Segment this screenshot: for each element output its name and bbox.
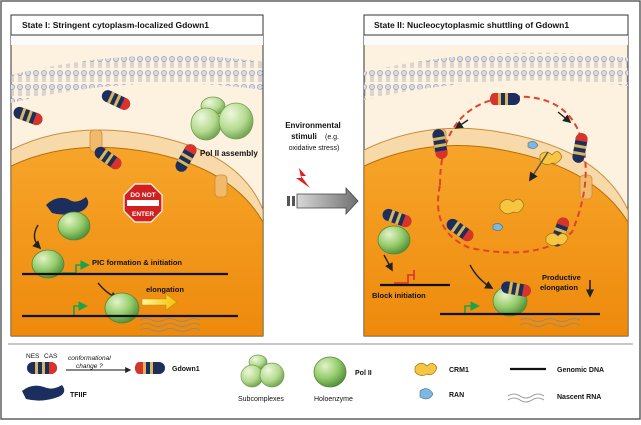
- nascent-rna: [139, 318, 201, 322]
- pic-formation-label: PIC formation & initiation: [92, 258, 182, 267]
- legend-gdown1-inactive: [27, 362, 57, 374]
- legend-holoenzyme-label: Holoenzyme: [314, 396, 353, 403]
- plasma-membrane: [11, 55, 263, 103]
- legend-subcomplexes-label: Subcomplexes: [238, 396, 284, 403]
- pol2-holoenzyme: [57, 211, 91, 241]
- svg-text:stimuli: stimuli: [291, 132, 317, 141]
- block-initiation-label: Block initiation: [372, 291, 426, 300]
- svg-text:ENTER: ENTER: [132, 211, 154, 218]
- lightning-icon: [296, 168, 310, 188]
- svg-text:oxidative stress): oxidative stress): [289, 145, 340, 152]
- svg-text:change ?: change ?: [76, 363, 103, 370]
- legend-nes-label: NES: [26, 353, 40, 360]
- elongation-label: elongation: [146, 285, 184, 294]
- legend-pol2-label: Pol II: [355, 370, 372, 377]
- legend-ran-label: RAN: [449, 392, 464, 399]
- nascent-rna: [519, 318, 581, 322]
- crm1-icon: [499, 198, 525, 215]
- gdown1-molecule: [490, 93, 520, 105]
- elongation-arrow: [141, 293, 178, 311]
- nuclear-pore: [214, 174, 228, 198]
- pol2-assembly-label: Pol II assembly: [200, 149, 258, 158]
- shuttle-cycle-path: [437, 95, 587, 254]
- svg-text:elongation: elongation: [540, 283, 578, 292]
- ran-icon: [527, 141, 539, 149]
- left-panel: Pol II assembly DO NOT ENTER PIC formati…: [10, 14, 264, 337]
- pol2-subcomplex: [218, 102, 254, 140]
- right-panel-title: State II: Nucleocytoplasmic shuttling of…: [374, 20, 569, 30]
- pol2-holoenzyme: [104, 292, 140, 324]
- legend-crm1-label: CRM1: [449, 367, 469, 374]
- pol2-holoenzyme: [31, 249, 65, 279]
- legend-holoenzyme-icon: [313, 356, 347, 388]
- environmental-stimuli-label: Environmental: [285, 121, 341, 130]
- nucleus: [11, 146, 263, 336]
- svg-text:conformational: conformational: [68, 355, 111, 362]
- svg-text:(e.g.: (e.g.: [325, 134, 339, 141]
- transition-arrow: [296, 186, 359, 216]
- legend: NES CAS conformational change ? Gdown1 T…: [8, 343, 633, 403]
- right-panel: Block initiation Productive elongation S…: [363, 14, 629, 337]
- left-panel-title: State I: Stringent cytoplasm-localized G…: [22, 20, 209, 30]
- svg-text:DO NOT: DO NOT: [130, 192, 155, 199]
- nuclear-pore: [579, 174, 593, 200]
- transition-area: Environmental stimuli (e.g. oxidative st…: [285, 121, 359, 216]
- nucleus: [364, 145, 628, 336]
- legend-tfiif-icon: [22, 385, 65, 401]
- ran-icon: [492, 223, 504, 231]
- do-not-enter-sign: DO NOT ENTER: [123, 183, 163, 223]
- legend-nascent-rna-icon: [507, 397, 545, 403]
- legend-gdown1-label: Gdown1: [172, 366, 200, 373]
- plasma-membrane: [364, 52, 628, 100]
- tfiif-blob: [46, 197, 89, 215]
- legend-nascent-rna-label: Nascent RNA: [557, 394, 601, 401]
- legend-tfiif-label: TFIIF: [70, 392, 87, 399]
- legend-crm1-icon: [414, 362, 438, 376]
- pol2-subcomplex: [190, 107, 222, 141]
- legend-gdown1-active: [135, 362, 165, 374]
- productive-elongation-label: Productive: [542, 273, 581, 282]
- crm1-icon: [545, 232, 569, 246]
- legend-ran-icon: [419, 388, 434, 400]
- pol2-holoenzyme: [377, 225, 411, 255]
- legend-subcomplex-icon: [259, 362, 285, 388]
- legend-cas-label: CAS: [44, 353, 58, 360]
- legend-genomic-dna-label: Genomic DNA: [557, 367, 604, 374]
